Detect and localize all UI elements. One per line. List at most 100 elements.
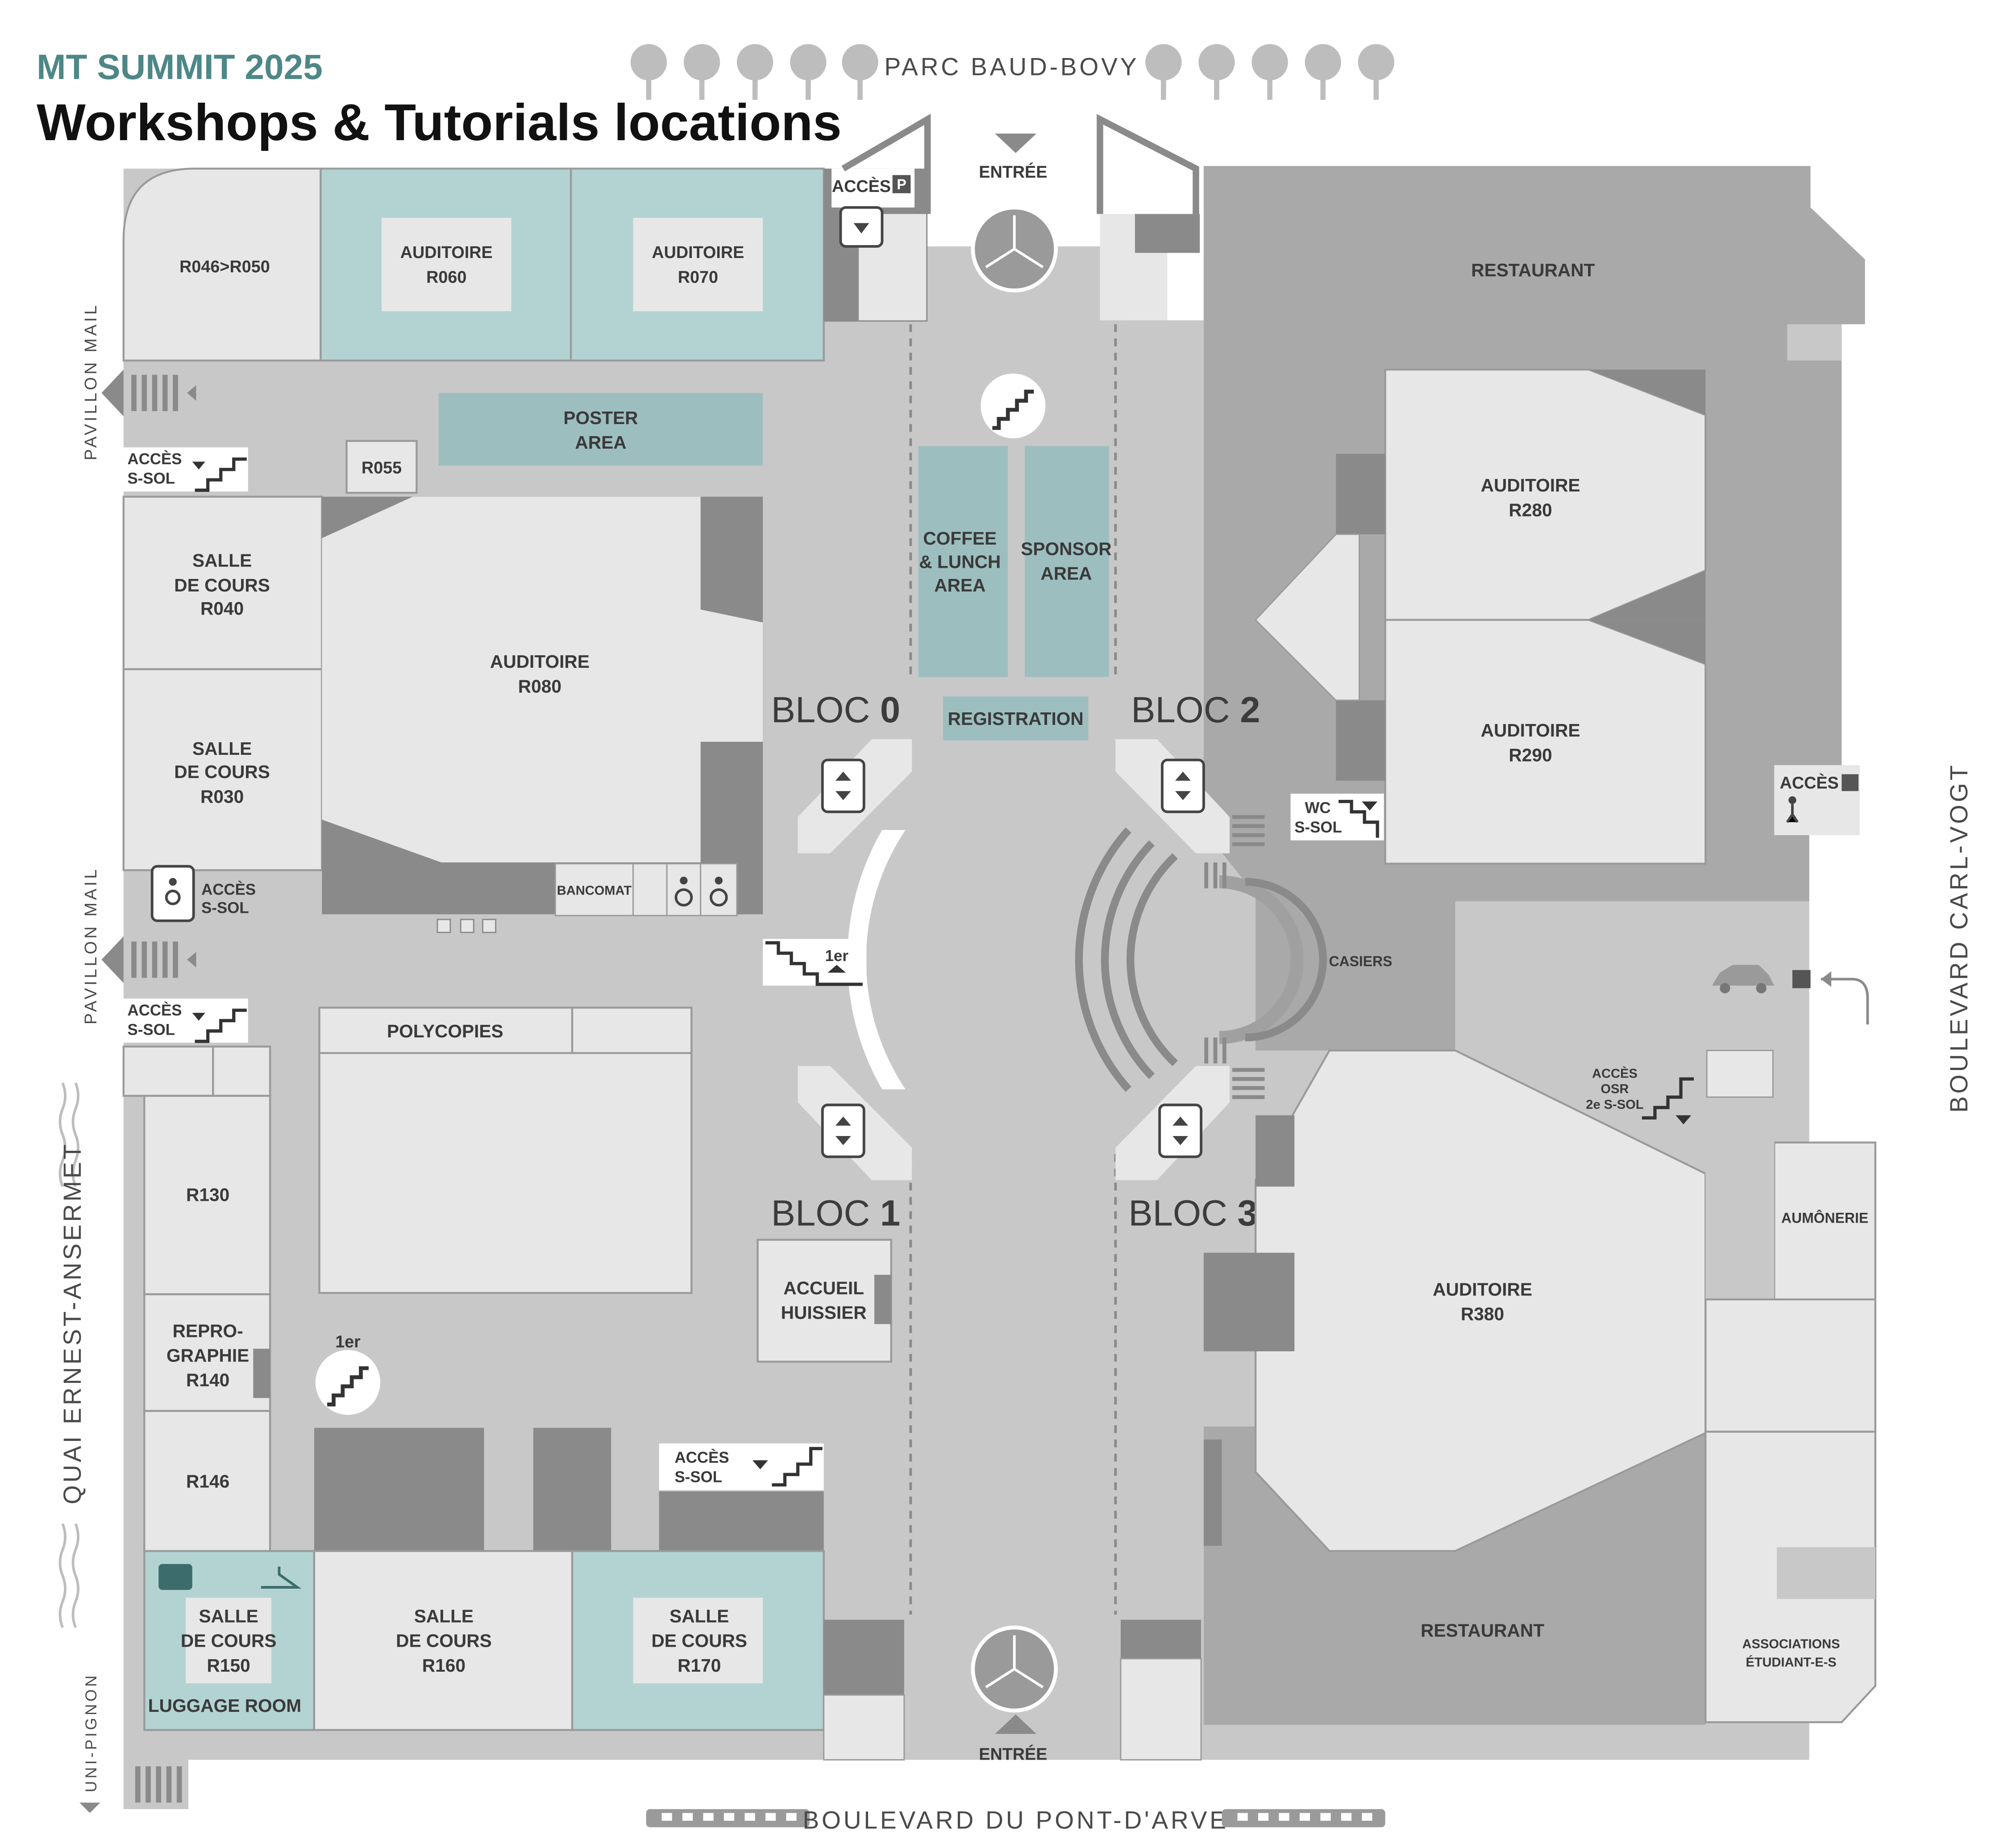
bancomat[interactable]: BANCOMAT xyxy=(554,863,634,916)
room-r380[interactable]: AUDITOIRE R380 xyxy=(1203,1049,1707,1552)
associations-etudiants[interactable]: ASSOCIATIONS ÉTUDIANT-E-S xyxy=(1705,1431,1877,1723)
room-r055[interactable]: R055 xyxy=(345,440,418,494)
room-r160-label-2: DE COURS xyxy=(396,1631,492,1651)
stairs-icon xyxy=(195,457,247,492)
elevator-group-bloc0[interactable] xyxy=(798,739,912,853)
first-floor-label-2: 1er xyxy=(335,1333,361,1352)
elevator-icon xyxy=(821,1103,865,1158)
acces-ssol-1[interactable]: ACCÈS S-SOL xyxy=(123,447,248,492)
acces-ssol-2-label-1: ACCÈS xyxy=(201,881,256,899)
uni-pignon-entry[interactable] xyxy=(123,1760,189,1809)
sponsor-area[interactable]: SPONSOR AREA xyxy=(1021,446,1112,677)
stairs-icon xyxy=(195,1008,247,1043)
tree-icon xyxy=(630,44,667,100)
event-title: MT SUMMIT 2025 xyxy=(37,47,323,87)
room-r130-label: R130 xyxy=(186,1184,229,1205)
sponsor-label-1: SPONSOR xyxy=(1021,538,1111,559)
accueil-label-1: ACCUEIL xyxy=(783,1278,864,1298)
registration-label: REGISTRATION xyxy=(948,708,1084,729)
pavillon-mail-entry-top[interactable] xyxy=(101,370,196,416)
room-r140[interactable]: REPRO- GRAPHIE R140 xyxy=(143,1293,271,1412)
elevator-group-bloc2[interactable] xyxy=(1115,739,1230,853)
street-pavillon-mail-mid: PAVILLON MAIL xyxy=(82,867,100,1024)
room-r280[interactable]: AUDITOIRE R280 xyxy=(1336,368,1707,621)
room-r030[interactable]: SALLE DE COURS R030 xyxy=(122,668,323,871)
coffee-label-2: & LUNCH xyxy=(919,552,1001,572)
bancomat-label: BANCOMAT xyxy=(557,884,632,898)
coffee-lunch-area[interactable]: COFFEE & LUNCH AREA xyxy=(918,446,1008,677)
elevator-group-bloc3[interactable] xyxy=(1115,1066,1230,1180)
tree-icon xyxy=(1145,44,1182,100)
bloc-0-label: BLOC 0 xyxy=(771,690,900,730)
tree-icon xyxy=(1251,44,1288,100)
room-r130[interactable]: R130 xyxy=(143,1095,271,1295)
room-r160[interactable]: SALLE DE COURS R160 xyxy=(313,1550,574,1731)
poster-area-label-1: POSTER xyxy=(563,408,638,428)
entrance-bottom[interactable]: ENTRÉE xyxy=(823,1619,1202,1764)
luggage-room-label: LUGGAGE ROOM xyxy=(148,1695,301,1716)
room-r040[interactable]: SALLE DE COURS R040 xyxy=(122,495,323,670)
room-r080[interactable]: AUDITOIRE R080 xyxy=(322,496,763,915)
wheelchair-icon xyxy=(710,876,728,907)
tree-icon xyxy=(737,44,773,100)
poster-area[interactable]: POSTER AREA xyxy=(438,393,763,466)
acces-ssol-1-label-1: ACCÈS xyxy=(128,450,182,468)
trees-right xyxy=(1145,44,1394,100)
service-block xyxy=(533,1428,611,1551)
room-r290[interactable]: AUDITOIRE R290 xyxy=(1336,619,1707,865)
accessible-toilets xyxy=(632,863,738,916)
room-r290-label-2: R290 xyxy=(1509,745,1552,765)
room-r280-label-2: R280 xyxy=(1509,499,1552,520)
entrance-top[interactable]: ENTRÉE xyxy=(841,113,1200,320)
room-r060-label-2: R060 xyxy=(426,268,466,287)
accueil-huissier[interactable]: ACCUEIL HUISSIER xyxy=(757,1239,892,1363)
casiers-label: CASIERS xyxy=(1329,953,1392,969)
first-floor-label-1: 1er xyxy=(825,947,849,965)
acces-parking-right[interactable]: ACCÈS xyxy=(1774,765,1860,835)
arrow-icon xyxy=(1821,978,1869,1025)
aumonerie[interactable]: AUMÔNERIE xyxy=(1705,1099,1877,1301)
elevator-group-bloc1[interactable] xyxy=(798,1066,912,1180)
room-r146[interactable]: R146 xyxy=(143,1410,271,1552)
acces-ssol-2[interactable]: ACCÈS S-SOL xyxy=(150,865,256,922)
room-r060[interactable]: AUDITOIRE R060 xyxy=(320,167,572,362)
tree-icon xyxy=(1198,44,1235,100)
room-r046[interactable]: R046>R050 xyxy=(122,167,322,362)
stairs-1er-lower[interactable]: 1er xyxy=(315,1333,381,1415)
room-r150[interactable]: SALLE DE COURS R150 LUGGAGE ROOM xyxy=(143,1550,316,1731)
street-parc-baud-bovy: PARC BAUD-BOVY xyxy=(884,53,1139,81)
room-r070[interactable]: AUDITOIRE R070 xyxy=(570,167,825,362)
room-r080-label-2: R080 xyxy=(518,676,561,696)
service-block xyxy=(314,1428,484,1551)
bloc-1-label: BLOC 1 xyxy=(771,1193,900,1233)
acces-ssol-4[interactable]: ACCÈS S-SOL xyxy=(659,1443,824,1490)
acces-ssol-2-label-2: S-SOL xyxy=(201,899,249,916)
polycopies[interactable]: POLYCOPIES xyxy=(318,1007,693,1294)
acces-ssol-1-label-2: S-SOL xyxy=(128,470,175,487)
room-r170-label-3: R170 xyxy=(678,1655,721,1676)
registration[interactable]: REGISTRATION xyxy=(943,696,1089,741)
corridor-guides xyxy=(909,324,1117,1615)
bloc-3-label: BLOC 3 xyxy=(1128,1193,1257,1233)
revolving-door-icon xyxy=(971,1625,1058,1713)
acces-parking-top[interactable]: ACCÈS P xyxy=(823,168,928,322)
water-waves xyxy=(58,1082,80,1628)
pavillon-mail-entry-mid[interactable] xyxy=(101,936,196,983)
stairs-1er-left[interactable]: 1er xyxy=(763,939,867,986)
arrow-icon xyxy=(995,1714,1037,1734)
arrow-icon xyxy=(79,1802,100,1813)
wc-ssol[interactable]: WC S-SOL xyxy=(1290,794,1384,841)
room-r150-label-1: SALLE xyxy=(199,1606,258,1626)
acces-ssol-3[interactable]: ACCÈS S-SOL xyxy=(123,999,248,1043)
trees-left xyxy=(630,44,878,100)
street-pont-darve: BOULEVARD DU PONT-D'ARVE xyxy=(802,1806,1228,1834)
room-r150-label-3: R150 xyxy=(207,1655,250,1676)
car-icon xyxy=(1712,965,1775,994)
tree-icon xyxy=(790,44,827,100)
room-r140-label-1: REPRO- xyxy=(173,1320,243,1341)
street-quai-ernest-ansermet: QUAI ERNEST-ANSERMET xyxy=(58,1142,86,1504)
entrance-bottom-label: ENTRÉE xyxy=(979,1745,1047,1764)
coffee-label-1: COFFEE xyxy=(923,528,997,549)
grand-staircase xyxy=(1075,815,1327,1099)
room-r170[interactable]: SALLE DE COURS R170 xyxy=(571,1550,825,1731)
